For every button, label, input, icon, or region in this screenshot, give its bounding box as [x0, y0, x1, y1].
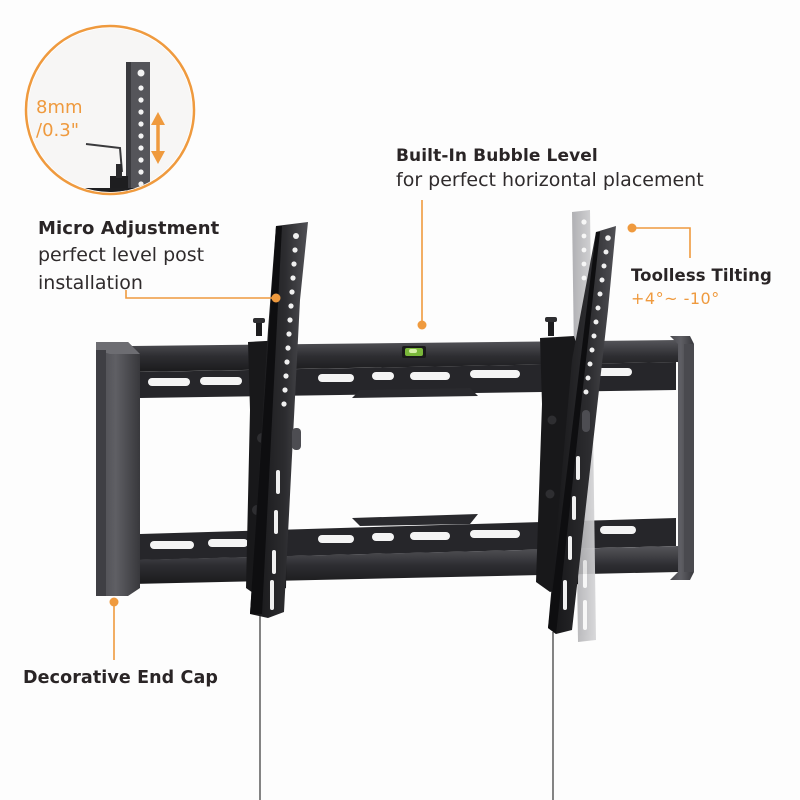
callout-micro-adjustment: Micro Adjustment perfect level post inst… [38, 218, 278, 296]
measure-value-inch: /0.3" [36, 120, 79, 141]
bubble-level [402, 346, 426, 358]
callout-title: Micro Adjustment [38, 218, 220, 239]
left-tilt-bracket [246, 222, 308, 800]
callout-toolless-tilting: Toolless Tilting +4°~ -10° [631, 266, 800, 308]
callout-title: Built-In Bubble Level [396, 146, 598, 166]
right-end-cap [670, 336, 694, 580]
callout-desc-line1: perfect level post [38, 243, 205, 266]
right-tilt-bracket [536, 210, 616, 800]
micro-adjustment-inset [24, 24, 196, 196]
callout-title: Toolless Tilting [631, 266, 772, 285]
double-vertical-arrow-icon [151, 112, 165, 164]
callout-title: Decorative End Cap [23, 668, 218, 688]
callout-desc: for perfect horizontal placement [396, 169, 704, 192]
callout-end-cap: Decorative End Cap [23, 668, 263, 689]
measure-value-mm: 8mm [36, 97, 83, 118]
callout-bubble-level: Built-In Bubble Level for perfect horizo… [396, 146, 776, 193]
inset-measurement: 8mm /0.3" [36, 96, 83, 142]
tilt-range-spec: +4°~ -10° [631, 288, 720, 308]
callout-leaders [113, 200, 691, 660]
left-end-cap [96, 342, 140, 596]
callout-desc-line2: installation [38, 271, 143, 294]
callout-dots [109, 223, 637, 607]
